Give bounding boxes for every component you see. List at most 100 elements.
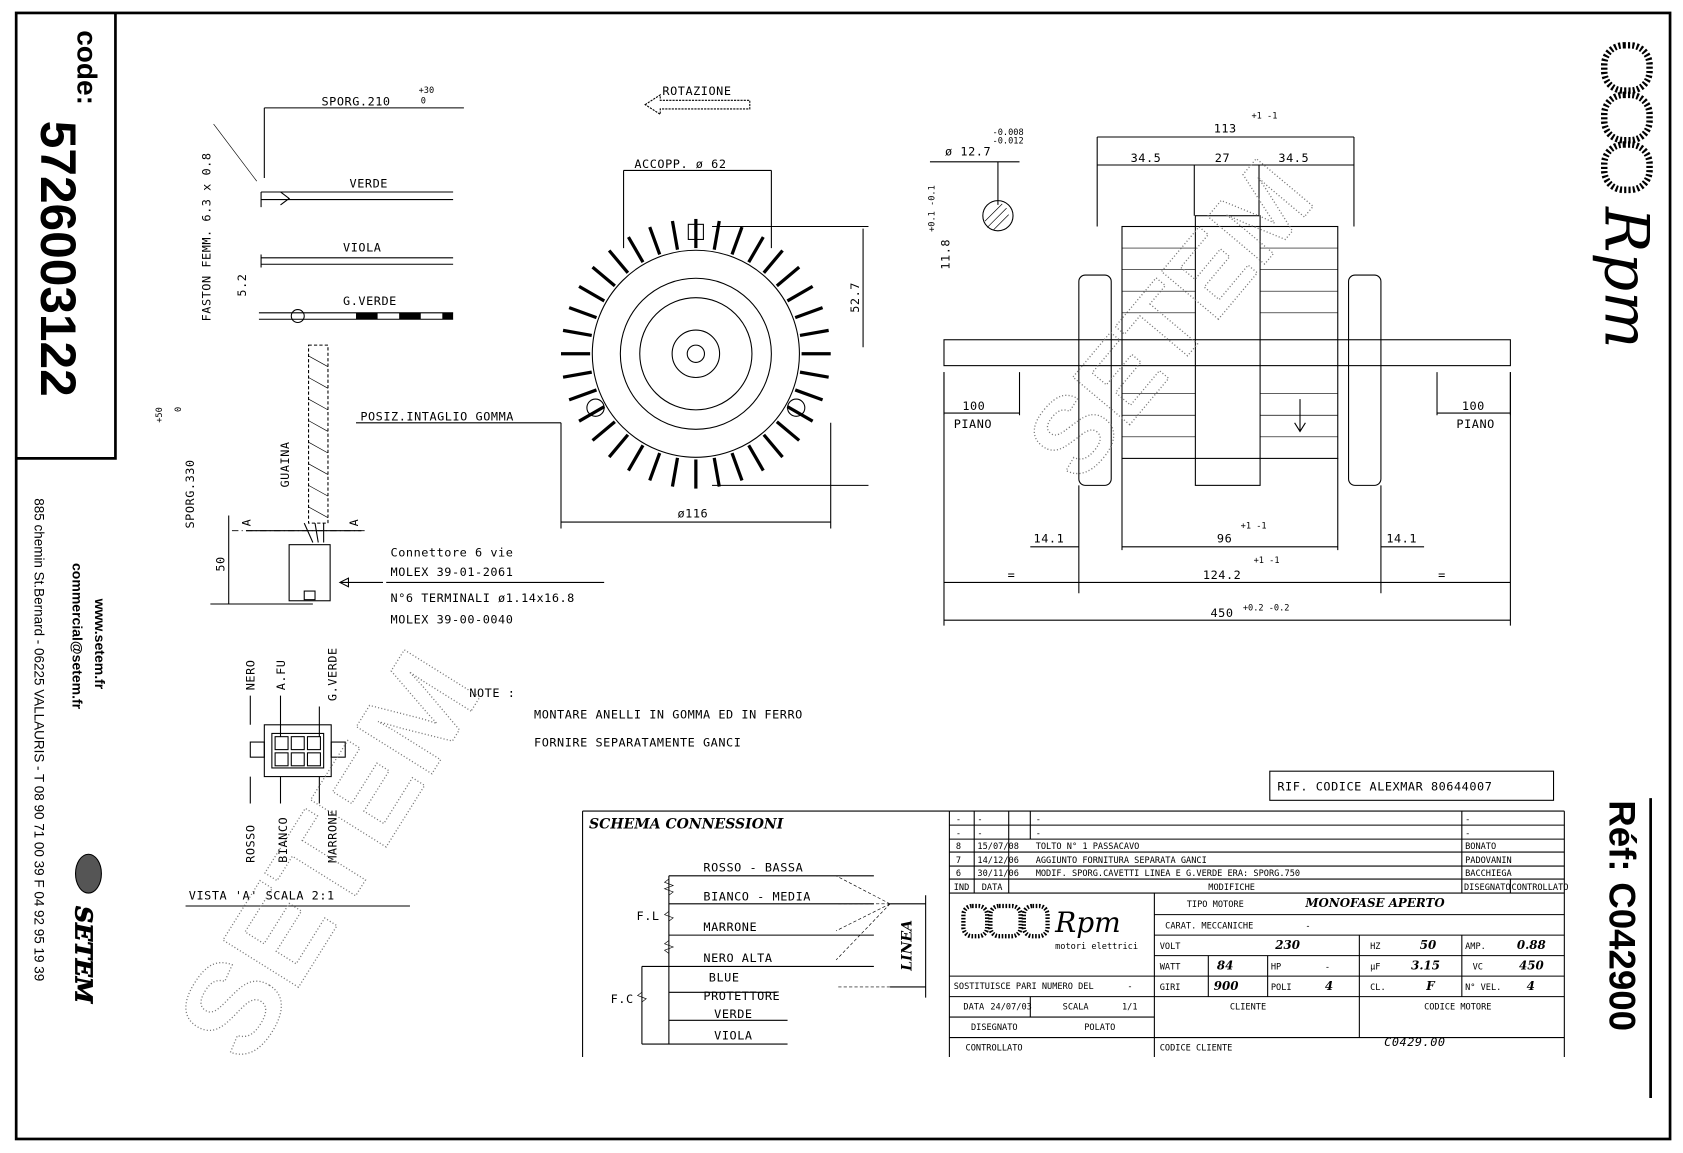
fin (786, 284, 814, 303)
stator (1121, 225, 1339, 459)
fin (799, 328, 829, 338)
fin (627, 444, 645, 472)
flat-right-label: PIANO (1456, 417, 1494, 431)
revision-ind: - (956, 815, 961, 825)
scale-value: 1/1 (1122, 1003, 1138, 1013)
wire-label: ROSSO - BASSA (703, 860, 803, 874)
rev-header-date: DATA (982, 883, 1004, 893)
fin (562, 328, 593, 338)
notch-label: POSIZ.INTAGLIO GOMMA (360, 410, 514, 424)
flat-left-label: PIANO (954, 417, 992, 431)
shaft (943, 339, 1511, 367)
flat-tol: +0.1 -0.1 (927, 185, 937, 232)
website: www.setem.fr (92, 598, 108, 690)
fin (730, 452, 744, 482)
motor-code-label: CODICE MOTORE (1424, 1003, 1491, 1013)
coil-icon (1601, 42, 1653, 94)
dim-96-tol: +1 -1 (1241, 522, 1267, 532)
fin (578, 405, 606, 423)
section-a-left: A (239, 519, 253, 527)
rotation-arrow-icon (644, 93, 751, 116)
revision-desc: AGGIUNTO FORNITURA SEPARATA GANCI (1036, 856, 1207, 866)
rev-header-checked: CONTROLLATO (1511, 883, 1568, 893)
title-logo-text: Rpm (1054, 906, 1121, 939)
wire-label: NERO ALTA (703, 951, 772, 965)
volt-label: VOLT (1160, 942, 1181, 952)
speeds-label: N° VEL. (1465, 983, 1501, 993)
sheath (308, 344, 329, 524)
dim-50: 50 (213, 556, 227, 571)
date-value: 24/07/03 (990, 1003, 1031, 1013)
dim-113-tol: +1 -1 (1251, 112, 1277, 122)
mech-label: CARAT. MECCANICHE (1165, 922, 1253, 932)
setem-logo: SETEM (69, 853, 102, 1004)
shaft-section (982, 200, 1014, 232)
dim-34-5-right: 34.5 (1278, 151, 1309, 165)
code-label: code: (72, 30, 103, 105)
mech-value: - (1305, 922, 1310, 932)
section-a-right: A (347, 519, 361, 527)
fin (591, 420, 616, 442)
email: commercial@setem.fr (69, 563, 85, 710)
coil-icon (1601, 141, 1653, 194)
title-logo-sub: motori elettrici (1055, 942, 1138, 952)
dim-27: 27 (1215, 151, 1230, 165)
volt-value: 230 (1274, 938, 1301, 952)
rpm-logo-small: Rpm motori elettrici (961, 903, 1138, 952)
dim-34-5-left: 34.5 (1131, 151, 1162, 165)
address: 885 chemin St.Bernard - 06225 VALLAURIS … (32, 498, 47, 981)
diameter-label: ø116 (678, 507, 709, 521)
revision-desc: TOLTO N° 1 PASSACAVO (1036, 842, 1140, 852)
wire-verde-label: VERDE (350, 177, 388, 191)
dim-124-2-tol: +1 -1 (1254, 556, 1280, 566)
dim-5-2: 5.2 (235, 274, 249, 297)
cooling-fins (561, 218, 831, 489)
poles-label: POLI (1271, 983, 1292, 993)
drawn-label: DISEGNATO (971, 1023, 1018, 1033)
fin (794, 306, 824, 320)
fin (712, 457, 721, 487)
coupling-label: ACCOPP. ø 62 (634, 157, 726, 171)
wire-label: VERDE (714, 1007, 752, 1021)
dim-124-2: 124.2 (1203, 568, 1241, 582)
revision-desc: - (1036, 815, 1041, 825)
code-block: code: 5726003122 (30, 30, 103, 396)
wiring-view: SPORG.210 +30 0 FASTON FEMM. 6.3 x 0.8 V… (155, 86, 605, 626)
connector-label-3: N°6 TERMINALI ø1.14x16.8 (391, 591, 575, 605)
uf-label: µF (1370, 963, 1380, 973)
notes-line-2: FORNIRE SEPARATAMENTE GANCI (534, 735, 741, 749)
pin-label-nero: NERO (244, 660, 258, 691)
fin (607, 433, 630, 459)
rpm-logo-text: Rpm (1590, 206, 1660, 348)
pin-label-afu: A.FU (274, 660, 288, 691)
fin (747, 444, 765, 472)
side-view: ø 12.7 -0.008 -0.012 11.8 +0.1 -0.1 113 … (927, 112, 1511, 626)
checked-label: CONTROLLATO (966, 1044, 1023, 1054)
rotation-label: ROTAZIONE (662, 84, 731, 98)
sporg-top-tol-minus: 0 (421, 97, 426, 107)
dim-52-7: 52.7 (848, 282, 862, 313)
rpm-logo-top: Rpm (1590, 42, 1660, 348)
bird-icon (74, 853, 102, 894)
view-a: NERO A.FU G.VERDE ROSSO BIANCO MARRONE V… (185, 647, 410, 907)
connector-label-2: MOLEX 39-01-2061 (391, 565, 514, 579)
fl-label: F.L (637, 909, 660, 923)
shaft-tol-minus: -0.012 (993, 136, 1024, 146)
shaft-diameter: ø 12.7 (945, 144, 991, 158)
revision-by: - (1465, 815, 1470, 825)
revision-date: 14/12/06 (977, 856, 1018, 866)
revision-date: 15/07/08 (977, 842, 1018, 852)
wire-viola-label: VIOLA (343, 240, 381, 254)
rev-header-desc: MODIFICHE (1208, 883, 1255, 893)
fc-label: F.C (611, 992, 634, 1006)
eq-left: = (1008, 568, 1016, 582)
code-value: 5726003122 (30, 121, 86, 397)
flat-right-value: 100 (1462, 399, 1485, 413)
flat-left-value: 100 (962, 399, 985, 413)
replaces-value: - (1127, 982, 1132, 992)
fin (799, 370, 829, 379)
amp-value: 0.88 (1517, 938, 1546, 952)
revision-desc: - (1036, 829, 1041, 839)
motor-code-value: C0429.00 (1384, 1035, 1445, 1049)
